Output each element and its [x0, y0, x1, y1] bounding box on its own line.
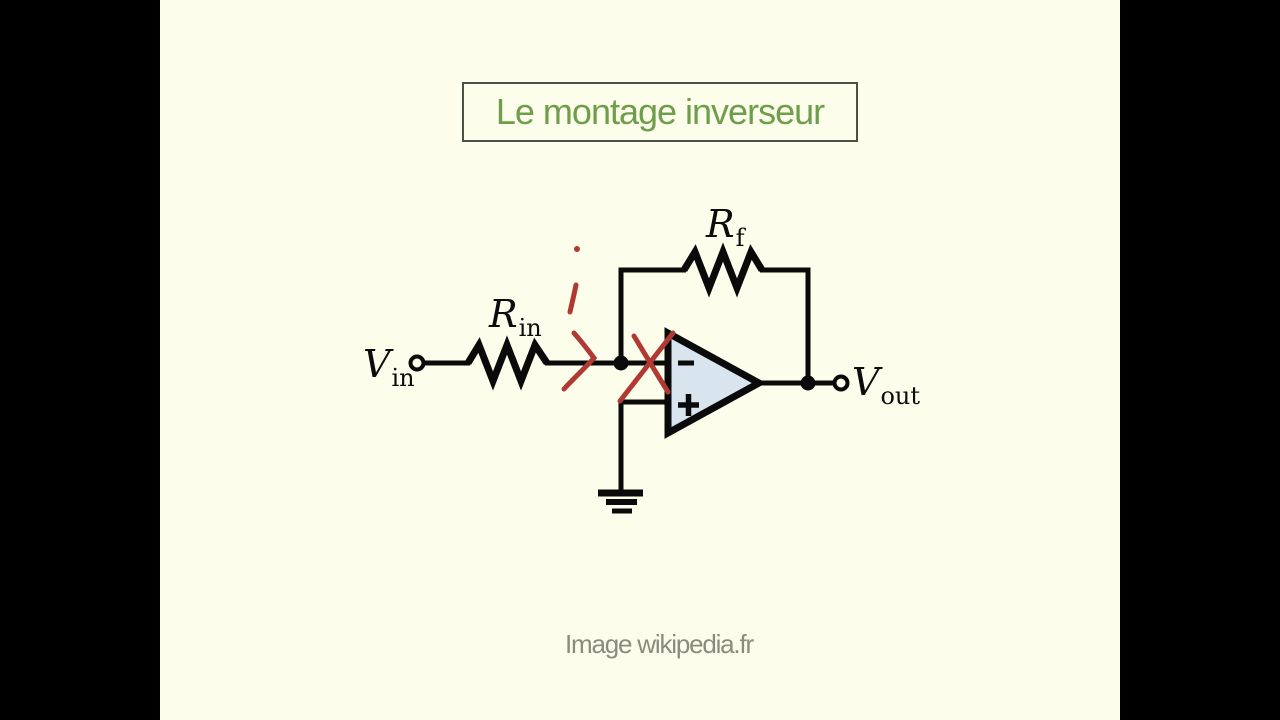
rin-label-main: R: [489, 292, 518, 336]
rf-resistor: [681, 242, 765, 298]
vin-terminal: [408, 354, 426, 372]
rin-label-sub: in: [518, 314, 542, 342]
cross-out-x-annotation: [617, 330, 676, 404]
vin-label-main: V: [363, 342, 391, 386]
rin-resistor: [465, 335, 550, 391]
letterbox-right-bar: [1120, 0, 1280, 720]
wires-group: [423, 242, 835, 514]
ground-icon: [598, 489, 643, 514]
vin-label: Vin: [363, 342, 415, 390]
input-junction-dot: [613, 355, 629, 371]
i-dot: [574, 246, 580, 252]
page-title: Le montage inverseur: [495, 91, 825, 132]
red-annotations: [561, 246, 676, 404]
feedback-wire-left: [618, 267, 686, 363]
current-annotation-i: [567, 246, 580, 315]
vout-label: Vout: [852, 360, 920, 408]
vout-terminal: [832, 374, 850, 392]
rin-label: Rin: [489, 292, 542, 340]
i-stem: [567, 282, 579, 315]
current-direction-chevron: [561, 330, 598, 392]
vout-label-main: V: [852, 360, 880, 404]
ground-wire: [618, 399, 668, 493]
image-credit-caption: Image wikipedia.fr: [565, 629, 754, 659]
output-junction-dot: [800, 375, 816, 391]
rf-label: Rf: [706, 202, 745, 250]
title-box: Le montage inverseur: [462, 82, 858, 142]
feedback-wire-right: [760, 267, 811, 383]
vin-label-sub: in: [391, 364, 415, 392]
opamp-polarity-marks: [678, 360, 699, 416]
opamp-triangle: [664, 327, 767, 439]
noninverting-input-plus-icon: [678, 394, 699, 416]
letterbox-left-bar: [0, 0, 160, 720]
rf-label-main: R: [706, 202, 735, 246]
rf-label-sub: f: [735, 224, 745, 252]
vout-label-sub: out: [880, 382, 921, 410]
